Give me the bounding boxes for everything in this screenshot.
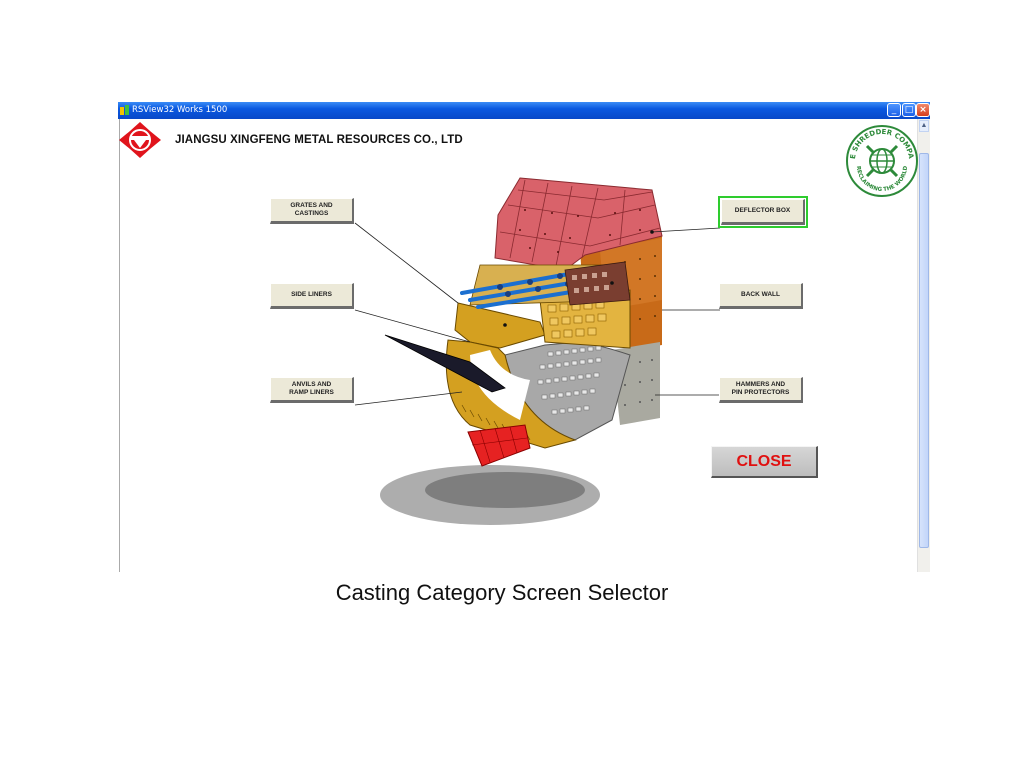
grates-and-castings-button[interactable]: GRATES AND CASTINGS bbox=[270, 198, 354, 224]
machine-shadow bbox=[380, 465, 600, 525]
rotor-bars-part bbox=[460, 261, 631, 309]
ramp-plate-part[interactable] bbox=[384, 334, 506, 393]
deflector-box-button[interactable]: DEFLECTOR BOX bbox=[718, 196, 808, 228]
deflector-box-part[interactable] bbox=[494, 177, 663, 271]
close-screen-button[interactable]: CLOSE bbox=[711, 446, 818, 478]
close-window-button[interactable]: × bbox=[916, 103, 930, 117]
machine-shadow-core bbox=[425, 472, 585, 508]
app-icon bbox=[120, 105, 129, 115]
window-title: RSView32 Works 1500 bbox=[132, 105, 228, 115]
anvils-and-ramp-liners-label: ANVILS AND RAMP LINERS bbox=[289, 381, 334, 396]
maximize-button[interactable]: □ bbox=[902, 103, 916, 117]
minimize-button[interactable]: _ bbox=[887, 103, 901, 117]
back-wall-label: BACK WALL bbox=[741, 291, 780, 298]
scroll-thumb[interactable] bbox=[919, 153, 929, 548]
side-liners-label: SIDE LINERS bbox=[291, 291, 332, 298]
shredder-company-logo-icon: THE SHREDDER COMPANY RECLAIMING THE WORL… bbox=[845, 124, 918, 197]
anvils-and-ramp-liners-button[interactable]: ANVILS AND RAMP LINERS bbox=[270, 377, 354, 403]
title-bar[interactable]: RSView32 Works 1500 _ □ × bbox=[118, 102, 930, 119]
side-liners-button[interactable]: SIDE LINERS bbox=[270, 283, 354, 309]
scroll-up-arrow-icon[interactable]: ▲ bbox=[919, 120, 929, 132]
grates-and-castings-label: GRATES AND CASTINGS bbox=[290, 202, 333, 217]
hammers-and-pin-protectors-label: HAMMERS AND PIN PROTECTORS bbox=[731, 381, 790, 396]
deflector-box-label: DEFLECTOR BOX bbox=[734, 207, 791, 214]
anvil-part[interactable] bbox=[467, 424, 531, 467]
back-wall-button[interactable]: BACK WALL bbox=[719, 283, 803, 309]
hammers-and-pin-protectors-button[interactable]: HAMMERS AND PIN PROTECTORS bbox=[719, 377, 803, 403]
leader-lines bbox=[354, 222, 721, 406]
xingfeng-logo-icon bbox=[119, 122, 161, 158]
slide-caption: Casting Category Screen Selector bbox=[335, 580, 669, 605]
vertical-scrollbar[interactable]: ▲ bbox=[917, 119, 930, 572]
company-name: JIANGSU XINGFENG METAL RESOURCES CO., LT… bbox=[175, 134, 463, 146]
